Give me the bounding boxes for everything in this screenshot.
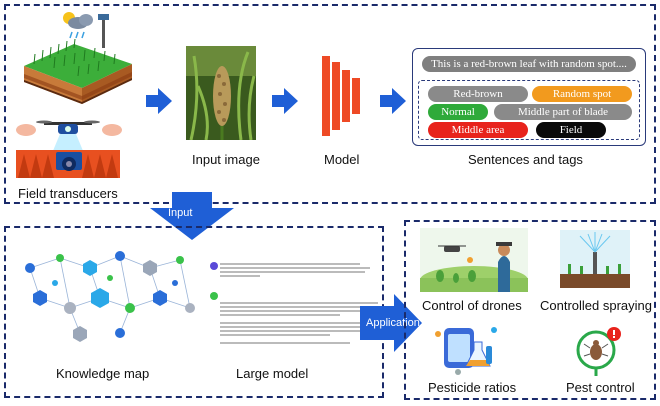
tags-dashed-box <box>418 80 640 140</box>
right-arrow-3 <box>380 88 406 114</box>
top-panel <box>4 4 656 204</box>
tag-red-brown: Red-brown <box>428 86 528 102</box>
input-image <box>186 46 256 140</box>
tag-middle-area: Middle area <box>428 122 528 138</box>
pesticide-label: Pesticide ratios <box>428 380 517 395</box>
drone-control-illustration <box>420 228 528 292</box>
field-soil-illustration <box>24 12 132 104</box>
large-model-label: Large model <box>236 366 309 381</box>
field-transducers-label: Field transducers <box>18 186 118 201</box>
drone-field-illustration <box>16 120 122 178</box>
application-arrow-label: Application <box>366 317 420 329</box>
pest-control-illustration <box>576 327 621 376</box>
assistant-response-lines <box>220 302 378 344</box>
right-arrow-2 <box>272 88 298 114</box>
pesticide-ratios-illustration <box>435 327 497 375</box>
application-arrow <box>360 294 422 352</box>
drones-label: Control of drones <box>422 298 522 313</box>
spraying-label: Controlled spraying <box>540 298 653 313</box>
tag-normal: Normal <box>428 104 488 120</box>
input-arrow-label: Input <box>168 207 193 219</box>
user-avatar-icon <box>210 262 218 270</box>
tag-field: Field <box>536 122 606 138</box>
assistant-avatar-icon <box>210 292 218 300</box>
knowledge-map-graph <box>25 251 195 342</box>
bottom-right-panel <box>404 220 656 400</box>
sentences-tags-label: Sentences and tags <box>468 152 583 167</box>
input-image-label: Input image <box>192 152 260 167</box>
sentences-tags-box <box>412 48 646 146</box>
spraying-illustration <box>560 230 630 288</box>
right-arrow-1 <box>146 88 172 114</box>
model-label: Model <box>324 152 360 167</box>
tag-middle-part-of-blade: Middle part of blade <box>494 104 632 120</box>
input-down-arrow <box>150 192 234 240</box>
user-prompt-lines <box>220 263 375 277</box>
model-icon <box>322 56 360 136</box>
knowledge-map-label: Knowledge map <box>56 366 150 381</box>
tag-random-spot: Random spot <box>532 86 632 102</box>
sentence-pill: This is a red-brown leaf with random spo… <box>422 56 636 72</box>
pest-control-label: Pest control <box>566 380 635 395</box>
large-model-output <box>210 262 380 358</box>
